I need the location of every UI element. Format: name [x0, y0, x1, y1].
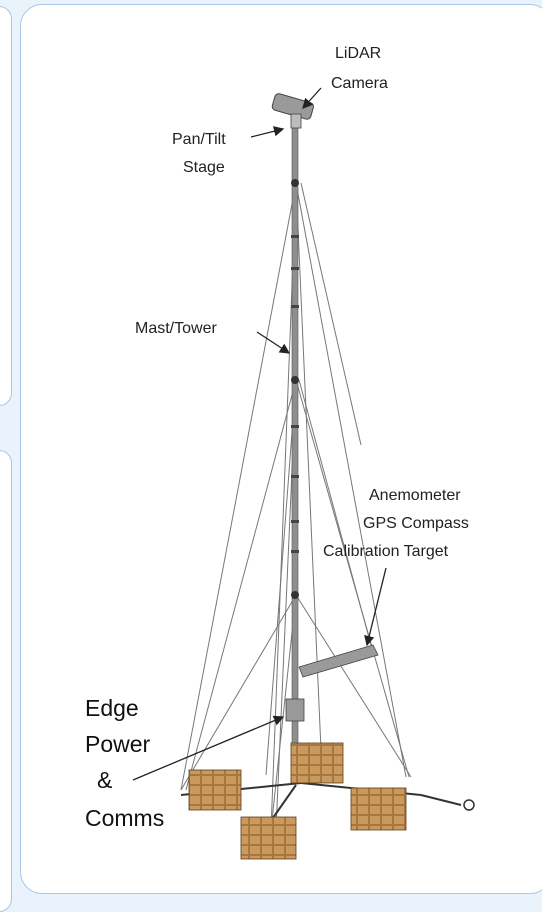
diagram-card: LiDAR Camera Pan/Tilt Stage Mast/Tower A… [20, 4, 542, 894]
lidar-camera-head [271, 93, 314, 129]
left-panel-top [0, 6, 12, 406]
label-anemometer: Anemometer [369, 487, 461, 504]
tower-diagram [132, 87, 475, 860]
label-power: Power [85, 731, 151, 757]
label-ampersand: & [97, 767, 113, 793]
left-panel-bottom [0, 450, 12, 912]
label-calibration-target: Calibration Target [323, 543, 449, 560]
label-edge: Edge [85, 695, 139, 721]
label-comms: Comms [85, 805, 165, 831]
label-camera: Camera [331, 75, 388, 92]
leader-lines [132, 87, 387, 781]
label-lidar: LiDAR [335, 45, 382, 62]
edge-box [285, 698, 305, 722]
label-stage: Stage [183, 159, 225, 176]
mast [291, 124, 299, 776]
label-mast-tower: Mast/Tower [135, 320, 217, 337]
label-pan-tilt: Pan/Tilt [172, 131, 226, 148]
calibration-target [298, 644, 379, 678]
ballast-crates [188, 742, 407, 860]
label-gps-compass: GPS Compass [363, 515, 469, 532]
